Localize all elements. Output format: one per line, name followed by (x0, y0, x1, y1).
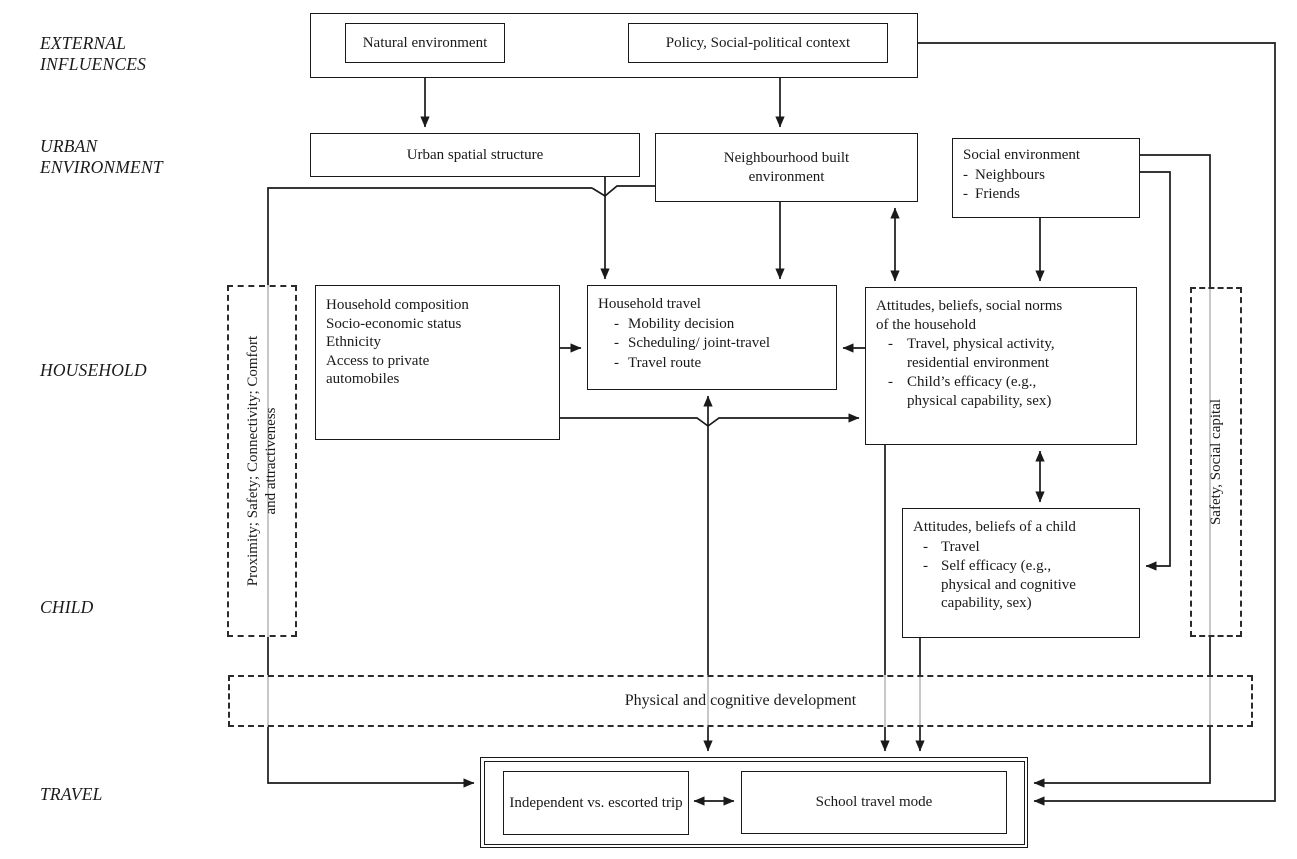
bullet-dash: - (963, 186, 968, 203)
natural-environment-box: Natural environment (345, 23, 505, 63)
urban-spatial-structure-label: Urban spatial structure (406, 146, 544, 163)
bullet-dash: - (923, 538, 928, 555)
child-attitudes-heading: Attitudes, beliefs of a child (913, 519, 1076, 535)
external-influences-container (310, 13, 918, 78)
moderator-label-safety-social-capital: Safety, Social capital (1208, 398, 1224, 526)
bullet-item: -Travel route (598, 354, 826, 373)
child-attitudes-list: -Travel-Self efficacy (e.g., physical an… (913, 538, 1129, 613)
bullet-item: -Child’s efficacy (e.g., physical capabi… (876, 373, 1126, 410)
arrow-composition-to-attitudes-hop (560, 413, 860, 428)
policy-context-label: Policy, Social-political context (665, 34, 851, 51)
bullet-item: -Neighbours (963, 166, 1129, 185)
row-label-household: HOUSEHOLD (40, 360, 147, 380)
bullet-item: -Travel, physical activity, residential … (876, 335, 1126, 372)
moderator-box-development: Physical and cognitive development (228, 675, 1253, 727)
natural-environment-label: Natural environment (362, 34, 488, 51)
household-travel-list: -Mobility decision-Scheduling/ joint-tra… (598, 315, 826, 373)
bullet-text: Friends (975, 186, 1020, 203)
bullet-dash: - (923, 558, 928, 575)
row-label-urban: URBAN ENVIRONMENT (40, 136, 163, 177)
neighbourhood-built-environment-label: Neighbourhood built environment (723, 149, 850, 185)
bullet-dash: - (888, 336, 893, 353)
bullet-item: -Friends (963, 185, 1129, 204)
school-travel-mode-box: School travel mode (741, 771, 1007, 834)
social-environment-list: -Neighbours-Friends (963, 166, 1129, 204)
policy-context-box: Policy, Social-political context (628, 23, 888, 63)
bullet-item: -Self efficacy (e.g., physical and cogni… (913, 557, 1129, 613)
household-attitudes-heading: Attitudes, beliefs, social norms of the … (876, 298, 1063, 333)
household-travel-heading: Household travel (598, 296, 701, 312)
bullet-text: Scheduling/ joint-travel (628, 335, 771, 352)
urban-spatial-structure-box: Urban spatial structure (310, 133, 640, 177)
social-environment-box: Social environment -Neighbours-Friends (952, 138, 1140, 218)
arrow-policy-to-school-travel (918, 42, 1276, 806)
row-label-child: CHILD (40, 597, 94, 617)
moderator-box-proximity: Proximity; Safety; Connectivity; Comfort… (227, 285, 297, 637)
bullet-text: Travel, physical activity, residential e… (907, 336, 1055, 371)
social-environment-heading: Social environment (963, 147, 1081, 163)
moderator-label-proximity: Proximity; Safety; Connectivity; Comfort… (245, 335, 279, 587)
bullet-dash: - (963, 166, 968, 183)
neighbourhood-built-environment-box: Neighbourhood built environment (655, 133, 918, 202)
child-attitudes-box: Attitudes, beliefs of a child -Travel-Se… (902, 508, 1140, 638)
bullet-text: Child’s efficacy (e.g., physical capabil… (907, 374, 1052, 409)
line-neighbourhood-into-merge (591, 185, 655, 198)
bullet-dash: - (614, 354, 619, 371)
row-label-travel: TRAVEL (40, 784, 103, 804)
bullet-dash: - (614, 315, 619, 332)
household-composition-box: Household composition Socio-economic sta… (315, 285, 560, 440)
bullet-dash: - (614, 335, 619, 352)
bullet-text: Travel (941, 538, 980, 555)
household-travel-box: Household travel -Mobility decision-Sche… (587, 285, 837, 390)
arrow-social-to-child-attitudes (1140, 171, 1171, 571)
bullet-text: Mobility decision (628, 315, 735, 332)
bullet-dash: - (888, 374, 893, 391)
moderator-box-safety-social-capital: Safety, Social capital (1190, 287, 1242, 637)
bullet-item: -Mobility decision (598, 315, 826, 334)
bullet-text: Travel route (628, 354, 702, 371)
bullet-text: Self efficacy (e.g., physical and cognit… (941, 558, 1076, 612)
independent-vs-escorted-box: Independent vs. escorted trip (503, 771, 689, 835)
bullet-item: -Scheduling/ joint-travel (598, 334, 826, 353)
row-label-external: EXTERNAL INFLUENCES (40, 33, 147, 74)
household-attitudes-box: Attitudes, beliefs, social norms of the … (865, 287, 1137, 445)
travel-outcome-container: Independent vs. escorted trip School tra… (480, 757, 1028, 848)
household-attitudes-list: -Travel, physical activity, residential … (876, 335, 1126, 410)
independent-vs-escorted-label: Independent vs. escorted trip (509, 794, 683, 811)
bullet-text: Neighbours (975, 166, 1045, 183)
school-travel-mode-label: School travel mode (815, 794, 933, 811)
moderator-label-development: Physical and cognitive development (624, 692, 857, 709)
bullet-item: -Travel (913, 538, 1129, 557)
